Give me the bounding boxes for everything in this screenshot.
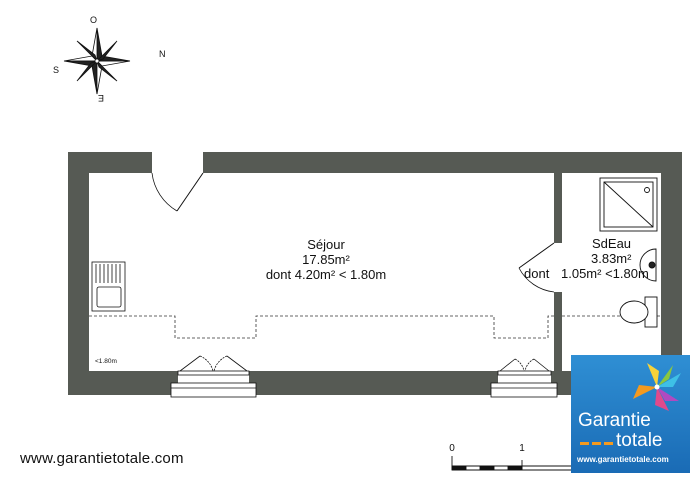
compass-star-icon [63, 27, 131, 95]
window-left [170, 355, 257, 398]
toilet-icon [619, 296, 658, 328]
logo-word-garantie: Garantie [578, 410, 651, 431]
wall-left [68, 152, 89, 395]
footer-url[interactable]: www.garantietotale.com [20, 450, 184, 467]
room-detail-sdeau: 1.05m² <1.80m [561, 266, 649, 281]
compass-label-north: N [159, 49, 166, 59]
room-name-sdeau: SdEau [592, 236, 631, 251]
window-right [490, 358, 558, 398]
compass-label-west: O [90, 15, 97, 25]
wall-bottom-left [68, 371, 178, 395]
interior-door [518, 242, 555, 293]
wall-bottom-middle [249, 371, 498, 395]
wall-top-right [203, 152, 682, 173]
walls [68, 152, 682, 395]
compass-label-south: S [53, 65, 59, 75]
compass-rose: O N S E [53, 15, 166, 103]
room-name-sejour: Séjour [307, 237, 345, 252]
pinwheel-icon [633, 363, 681, 411]
wall-right [661, 152, 682, 362]
room-detail-sejour: dont 4.20m² < 1.80m [266, 267, 386, 282]
logo-url: www.garantietotale.com [577, 455, 669, 464]
scale-label-1: 1 [519, 443, 525, 454]
room-detail-prefix-sdeau: dont [524, 266, 550, 281]
shower-icon [599, 177, 658, 232]
scale-bar [451, 456, 571, 471]
washbasin-icon [639, 248, 657, 282]
wall-partition-top [554, 173, 562, 243]
entrance-door [151, 172, 204, 212]
height-note: <1.80m [95, 358, 117, 365]
compass-label-east: E [98, 93, 104, 103]
logo-word-totale: totale [616, 430, 663, 451]
room-area-sejour: 17.85m² [302, 252, 350, 267]
scale-label-0: 0 [449, 443, 455, 454]
wall-partition-bottom [554, 292, 562, 371]
garantie-totale-logo: Garantie totale www.garantietotale.com [571, 355, 690, 473]
low-ceiling-boundary [89, 315, 661, 339]
room-area-sdeau: 3.83m² [591, 251, 632, 266]
logo-dashes [580, 442, 614, 445]
kitchen-sink-icon [91, 261, 126, 312]
